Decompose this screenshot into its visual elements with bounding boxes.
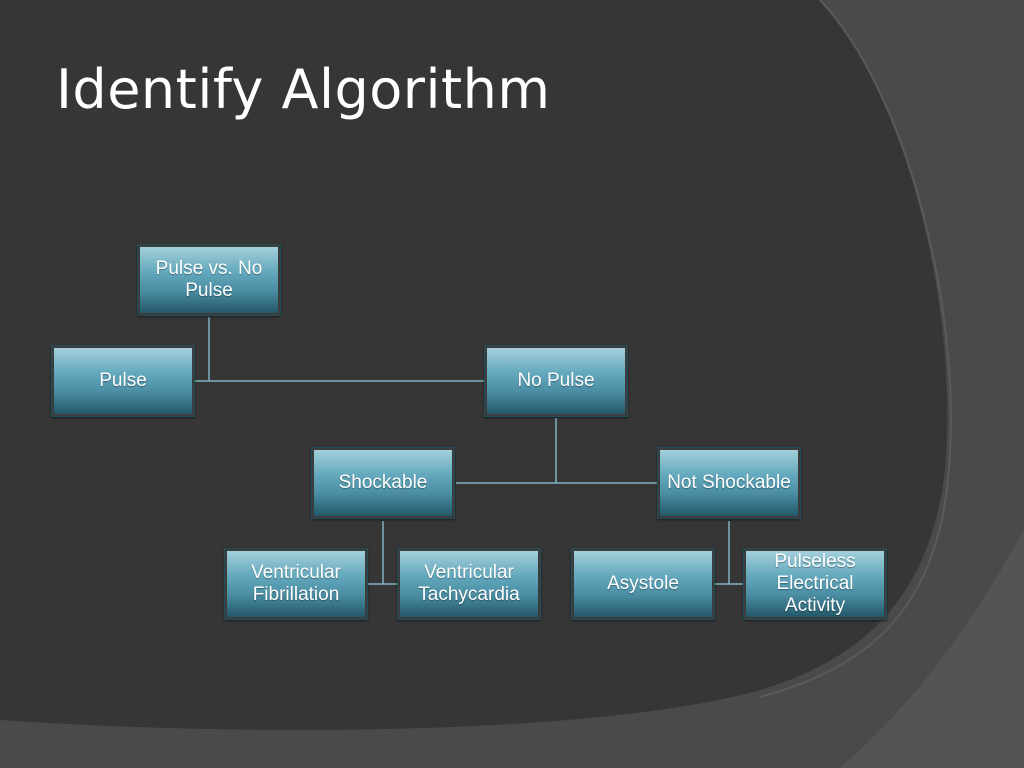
node-label: Pulse [99, 370, 147, 391]
node-label: Asystole [607, 573, 679, 594]
node-pulseless-electrical-activity: Pulseless Electrical Activity [743, 548, 887, 620]
node-shockable: Shockable [311, 447, 455, 519]
node-ventricular-tachycardia: Ventricular Tachycardia [397, 548, 541, 620]
node-no-pulse: No Pulse [484, 345, 628, 417]
node-label: Ventricular Tachycardia [418, 562, 520, 605]
node-pulse-vs-no-pulse: Pulse vs. No Pulse [137, 244, 281, 316]
node-pulse: Pulse [51, 345, 195, 417]
node-label: Pulseless Electrical Activity [774, 551, 856, 616]
node-label: Shockable [338, 472, 428, 493]
node-label: Ventricular Fibrillation [251, 562, 341, 605]
node-ventricular-fibrillation: Ventricular Fibrillation [224, 548, 368, 620]
node-not-shockable: Not Shockable [657, 447, 801, 519]
node-label: Not Shockable [667, 472, 791, 493]
node-label: No Pulse [517, 370, 595, 391]
node-asystole: Asystole [571, 548, 715, 620]
slide-title: Identify Algorithm [56, 58, 551, 121]
node-label: Pulse vs. No Pulse [155, 258, 263, 301]
